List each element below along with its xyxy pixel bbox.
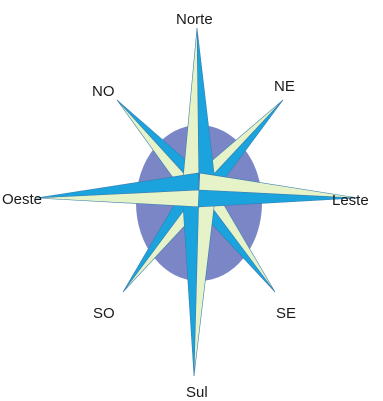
label-northwest: NO (92, 84, 115, 99)
point-north-dark-half (197, 28, 216, 190)
point-north-light-half (182, 28, 199, 190)
label-east: Leste (332, 193, 369, 208)
label-southwest: SO (93, 306, 115, 321)
label-northeast: NE (274, 79, 295, 94)
cardinal-points (36, 28, 358, 376)
label-west: Oeste (2, 192, 42, 207)
label-southeast: SE (276, 306, 296, 321)
label-north: Norte (176, 12, 213, 27)
